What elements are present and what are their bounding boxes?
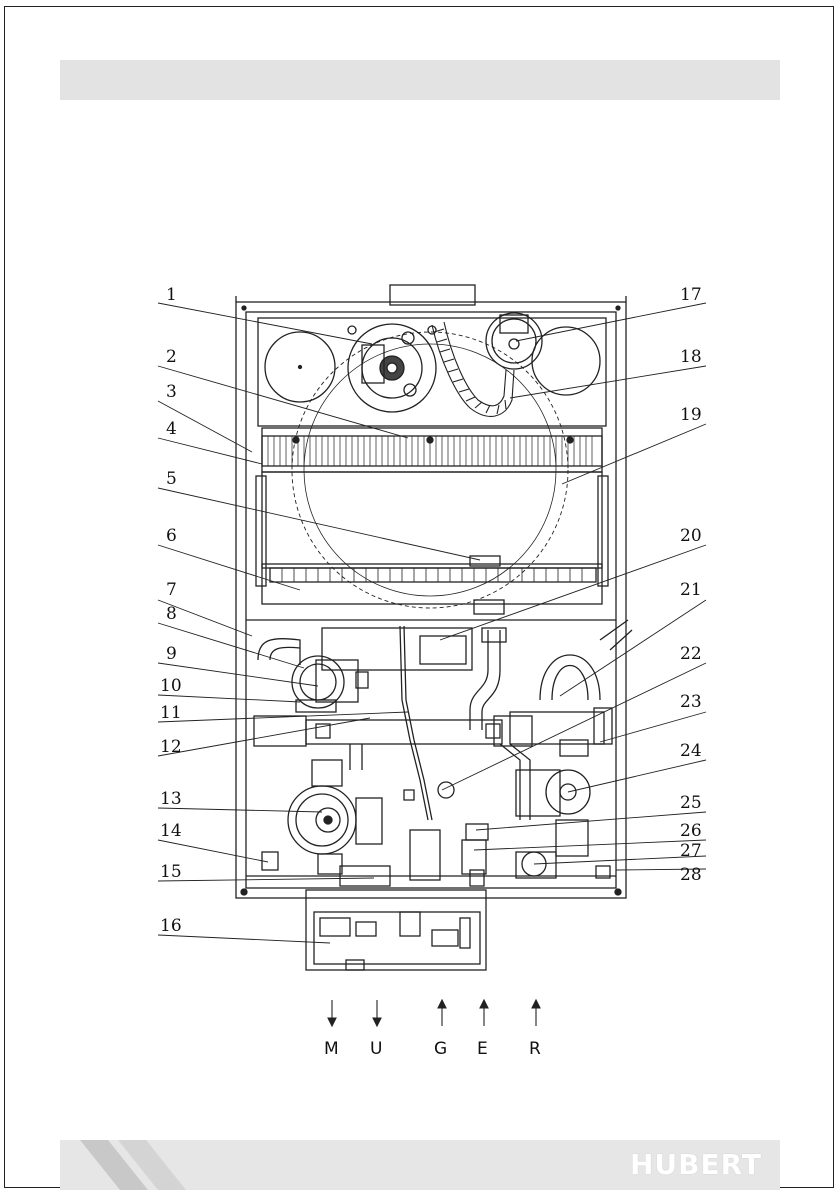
callout-1: 1 — [166, 285, 177, 305]
callouts-left: 1 2 3 4 5 6 7 8 9 10 11 12 13 14 15 16 — [160, 285, 182, 936]
silicone-tube — [432, 322, 514, 416]
connection-label-m: M — [324, 1039, 339, 1059]
connection-label-r: R — [529, 1039, 541, 1059]
circulation-pump-left — [288, 760, 382, 874]
callout-20: 20 — [680, 526, 702, 546]
callout-26: 26 — [680, 821, 702, 841]
footer-stripes — [60, 1140, 220, 1190]
callout-5: 5 — [166, 469, 177, 489]
callout-16: 16 — [160, 916, 182, 936]
connection-label-g: G — [434, 1039, 447, 1059]
callout-25: 25 — [680, 793, 702, 813]
callout-21: 21 — [680, 580, 702, 600]
callout-24: 24 — [680, 741, 702, 761]
control-box — [306, 890, 486, 970]
callout-12: 12 — [160, 737, 182, 757]
footer-band: HUBERT — [60, 1140, 780, 1190]
callout-8: 8 — [166, 604, 177, 624]
connection-arrows — [328, 1000, 540, 1026]
callout-15: 15 — [160, 862, 182, 882]
burner — [262, 556, 602, 614]
callouts-right: 17 18 19 20 21 22 23 24 25 26 27 28 — [680, 285, 702, 885]
callout-13: 13 — [160, 789, 182, 809]
bottom-fittings — [262, 852, 610, 886]
callout-11: 11 — [160, 703, 182, 723]
brand-logo: HUBERT — [630, 1148, 762, 1181]
pressure-switch — [486, 313, 600, 395]
callout-4: 4 — [166, 419, 177, 439]
callout-14: 14 — [160, 821, 182, 841]
callout-10: 10 — [160, 676, 182, 696]
connection-label-e: E — [477, 1039, 488, 1059]
callout-9: 9 — [166, 644, 177, 664]
callout-2: 2 — [166, 347, 177, 367]
boiler-casing — [236, 285, 626, 898]
callout-3: 3 — [166, 382, 177, 402]
leader-lines-left — [158, 303, 480, 943]
callout-27: 27 — [680, 841, 702, 861]
connection-labels: M U G E R — [324, 1039, 541, 1059]
callout-7: 7 — [166, 580, 177, 600]
callout-22: 22 — [680, 644, 702, 664]
connection-label-u: U — [370, 1039, 382, 1059]
callout-17: 17 — [680, 285, 702, 305]
callout-6: 6 — [166, 526, 177, 546]
callout-19: 19 — [680, 405, 702, 425]
callout-28: 28 — [680, 865, 702, 885]
callout-18: 18 — [680, 347, 702, 367]
combustion-chamber — [256, 332, 608, 608]
gas-valve — [404, 782, 488, 886]
callout-23: 23 — [680, 692, 702, 712]
